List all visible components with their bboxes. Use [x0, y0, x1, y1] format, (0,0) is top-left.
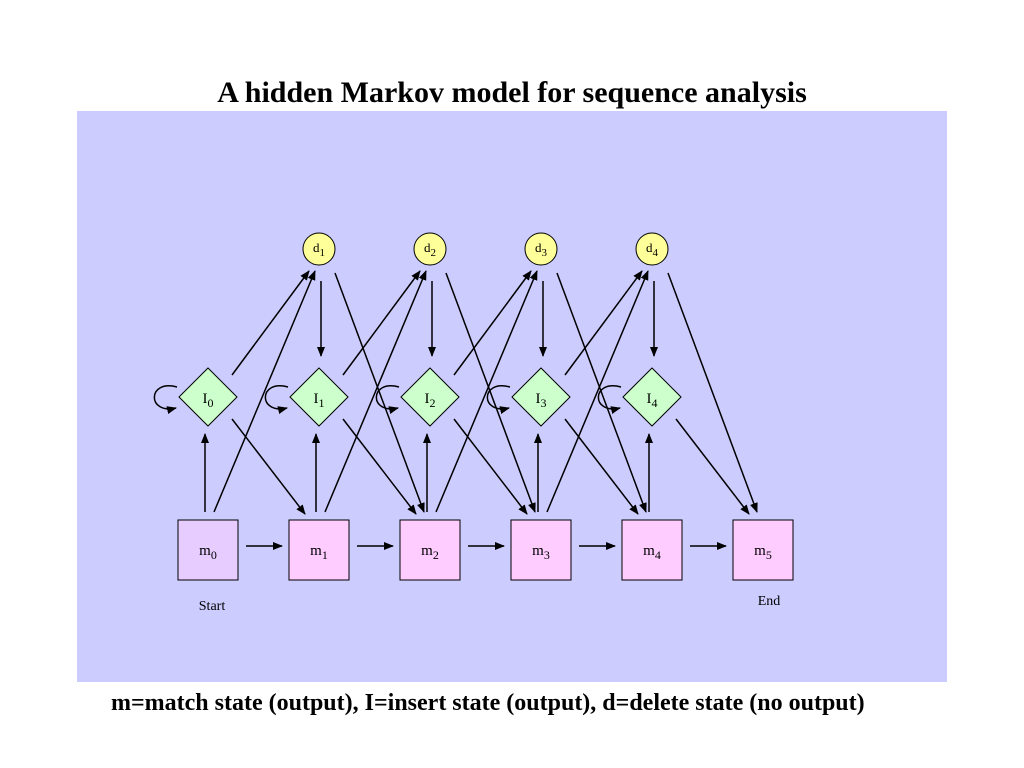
delete-state-d3-label: d3 [535, 240, 548, 259]
delete-state-d2-label: d2 [424, 240, 436, 259]
arrow-i2-to-d3 [453, 270, 532, 376]
match-state-m0-label-subscript: 0 [211, 548, 217, 562]
match-state-m1-label: m1 [310, 543, 328, 562]
arrow-i0-to-m1 [231, 418, 306, 515]
match-state-m4-label-letter: m [643, 543, 655, 559]
start-label: Start [199, 599, 226, 614]
end-label: End [758, 594, 781, 609]
self-loop-i1 [264, 385, 289, 414]
insert-state-i0 [178, 367, 238, 427]
match-state-m5-label-subscript: 5 [766, 548, 772, 562]
arrow-d2-to-m3 [445, 272, 536, 513]
match-state-m0 [177, 519, 239, 581]
insert-state-i4-label-subscript: 4 [652, 396, 658, 410]
match-state-m3-label-subscript: 3 [544, 548, 550, 562]
insert-state-i3-label-letter: I [536, 391, 541, 407]
insert-state-i2-label-letter: I [425, 391, 430, 407]
arrow-d4-to-m5 [667, 272, 758, 513]
match-state-m3 [510, 519, 572, 581]
arrow-m0-to-d1 [213, 270, 316, 513]
match-state-m2-label-subscript: 2 [433, 548, 439, 562]
legend-caption: m=match state (output), I=insert state (… [111, 690, 865, 716]
insert-state-i3-label-subscript: 3 [541, 396, 547, 410]
arrow-i2-to-m3 [453, 418, 528, 515]
page-title: A hidden Markov model for sequence analy… [217, 76, 807, 109]
arrow-m3-to-d4 [546, 270, 649, 513]
delete-state-d3-label-subscript: 3 [542, 247, 548, 259]
delete-state-d2 [413, 232, 447, 266]
match-state-m1-label-subscript: 1 [322, 548, 328, 562]
arrow-i3-to-m4 [564, 418, 639, 515]
match-state-m5-label: m5 [754, 543, 772, 562]
delete-state-d1-label-letter: d [313, 240, 320, 255]
insert-state-i1-label-letter: I [314, 391, 319, 407]
arrow-d3-to-m4 [556, 272, 647, 513]
match-state-m4-label: m4 [643, 543, 661, 562]
delete-state-d4-label: d4 [646, 240, 659, 259]
insert-state-i1 [289, 367, 349, 427]
delete-state-d4 [635, 232, 669, 266]
self-loop-i3 [486, 385, 511, 414]
self-loop-i0 [153, 385, 178, 414]
match-state-m0-label-letter: m [199, 543, 211, 559]
insert-state-i0-label-letter: I [203, 391, 208, 407]
insert-state-i4-label-letter: I [647, 391, 652, 407]
insert-state-i4-label: I4 [647, 391, 658, 410]
insert-state-i2-label: I2 [425, 391, 436, 410]
arrow-i1-to-d2 [342, 270, 421, 376]
delete-state-d4-label-letter: d [646, 240, 653, 255]
insert-state-i0-label: I0 [203, 391, 214, 410]
insert-state-i0-label-subscript: 0 [208, 396, 214, 410]
self-loop-i4 [597, 385, 622, 414]
delete-state-d1 [302, 232, 336, 266]
delete-state-d1-label-subscript: 1 [320, 247, 326, 259]
match-state-m0-label: m0 [199, 543, 217, 562]
delete-state-d3 [524, 232, 558, 266]
match-state-m2-label: m2 [421, 543, 439, 562]
arrow-d1-to-m2 [334, 272, 425, 513]
match-state-m4 [621, 519, 683, 581]
arrow-i3-to-d4 [564, 270, 643, 376]
match-state-m2-label-letter: m [421, 543, 433, 559]
arrow-i4-to-m5 [675, 418, 750, 515]
match-state-m2 [399, 519, 461, 581]
transition-arrows [153, 270, 758, 550]
match-state-m5-label-letter: m [754, 543, 766, 559]
delete-state-d3-label-letter: d [535, 240, 542, 255]
delete-state-d1-label: d1 [313, 240, 325, 259]
delete-state-d2-label-subscript: 2 [431, 247, 437, 259]
arrow-i0-to-d1 [231, 270, 310, 376]
arrow-m1-to-d2 [324, 270, 427, 513]
insert-state-i3-label: I3 [536, 391, 547, 410]
delete-state-d4-label-subscript: 4 [653, 247, 659, 259]
match-state-m1-label-letter: m [310, 543, 322, 559]
match-state-m3-label-letter: m [532, 543, 544, 559]
insert-state-i1-label: I1 [314, 391, 325, 410]
insert-state-i1-label-subscript: 1 [319, 396, 325, 410]
match-state-m3-label: m3 [532, 543, 550, 562]
match-state-m5 [732, 519, 794, 581]
delete-state-d2-label-letter: d [424, 240, 431, 255]
match-state-m1 [288, 519, 350, 581]
arrow-i1-to-m2 [342, 418, 417, 515]
insert-state-i2 [400, 367, 460, 427]
arrow-m2-to-d3 [435, 270, 538, 513]
match-state-m4-label-subscript: 4 [655, 548, 661, 562]
insert-state-i4 [622, 367, 682, 427]
insert-state-i2-label-subscript: 2 [430, 396, 436, 410]
insert-state-i3 [511, 367, 571, 427]
self-loop-i2 [375, 385, 400, 414]
